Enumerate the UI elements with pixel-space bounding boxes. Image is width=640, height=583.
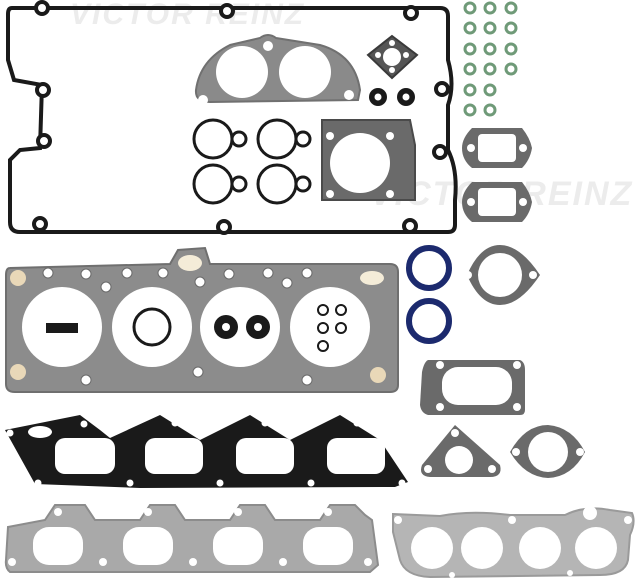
round-flange-gasket bbox=[464, 245, 540, 305]
square-flange-gasket bbox=[366, 34, 419, 80]
oval-flange-gasket bbox=[420, 360, 525, 415]
intake-manifold-gasket bbox=[5, 415, 408, 488]
exhaust-manifold-gasket bbox=[4, 504, 380, 573]
spark-plug-tube-seals bbox=[192, 118, 312, 205]
valve-stem-seals bbox=[463, 1, 518, 117]
triangular-flange-gasket bbox=[421, 425, 501, 477]
thermostat-gasket bbox=[510, 425, 585, 478]
exhaust-manifold-gasket-small bbox=[392, 506, 635, 579]
throttle-body-gasket bbox=[321, 119, 416, 201]
rectangular-flange-gaskets bbox=[462, 128, 532, 222]
small-black-seals bbox=[369, 88, 415, 106]
valve-cover-gasket bbox=[6, 0, 458, 235]
exhaust-pipe-flange-gasket bbox=[194, 34, 362, 105]
cylinder-head-gasket bbox=[5, 246, 399, 393]
watermark-top: VICTOR REINZ bbox=[70, 0, 305, 31]
camshaft-oil-seals bbox=[406, 245, 452, 344]
